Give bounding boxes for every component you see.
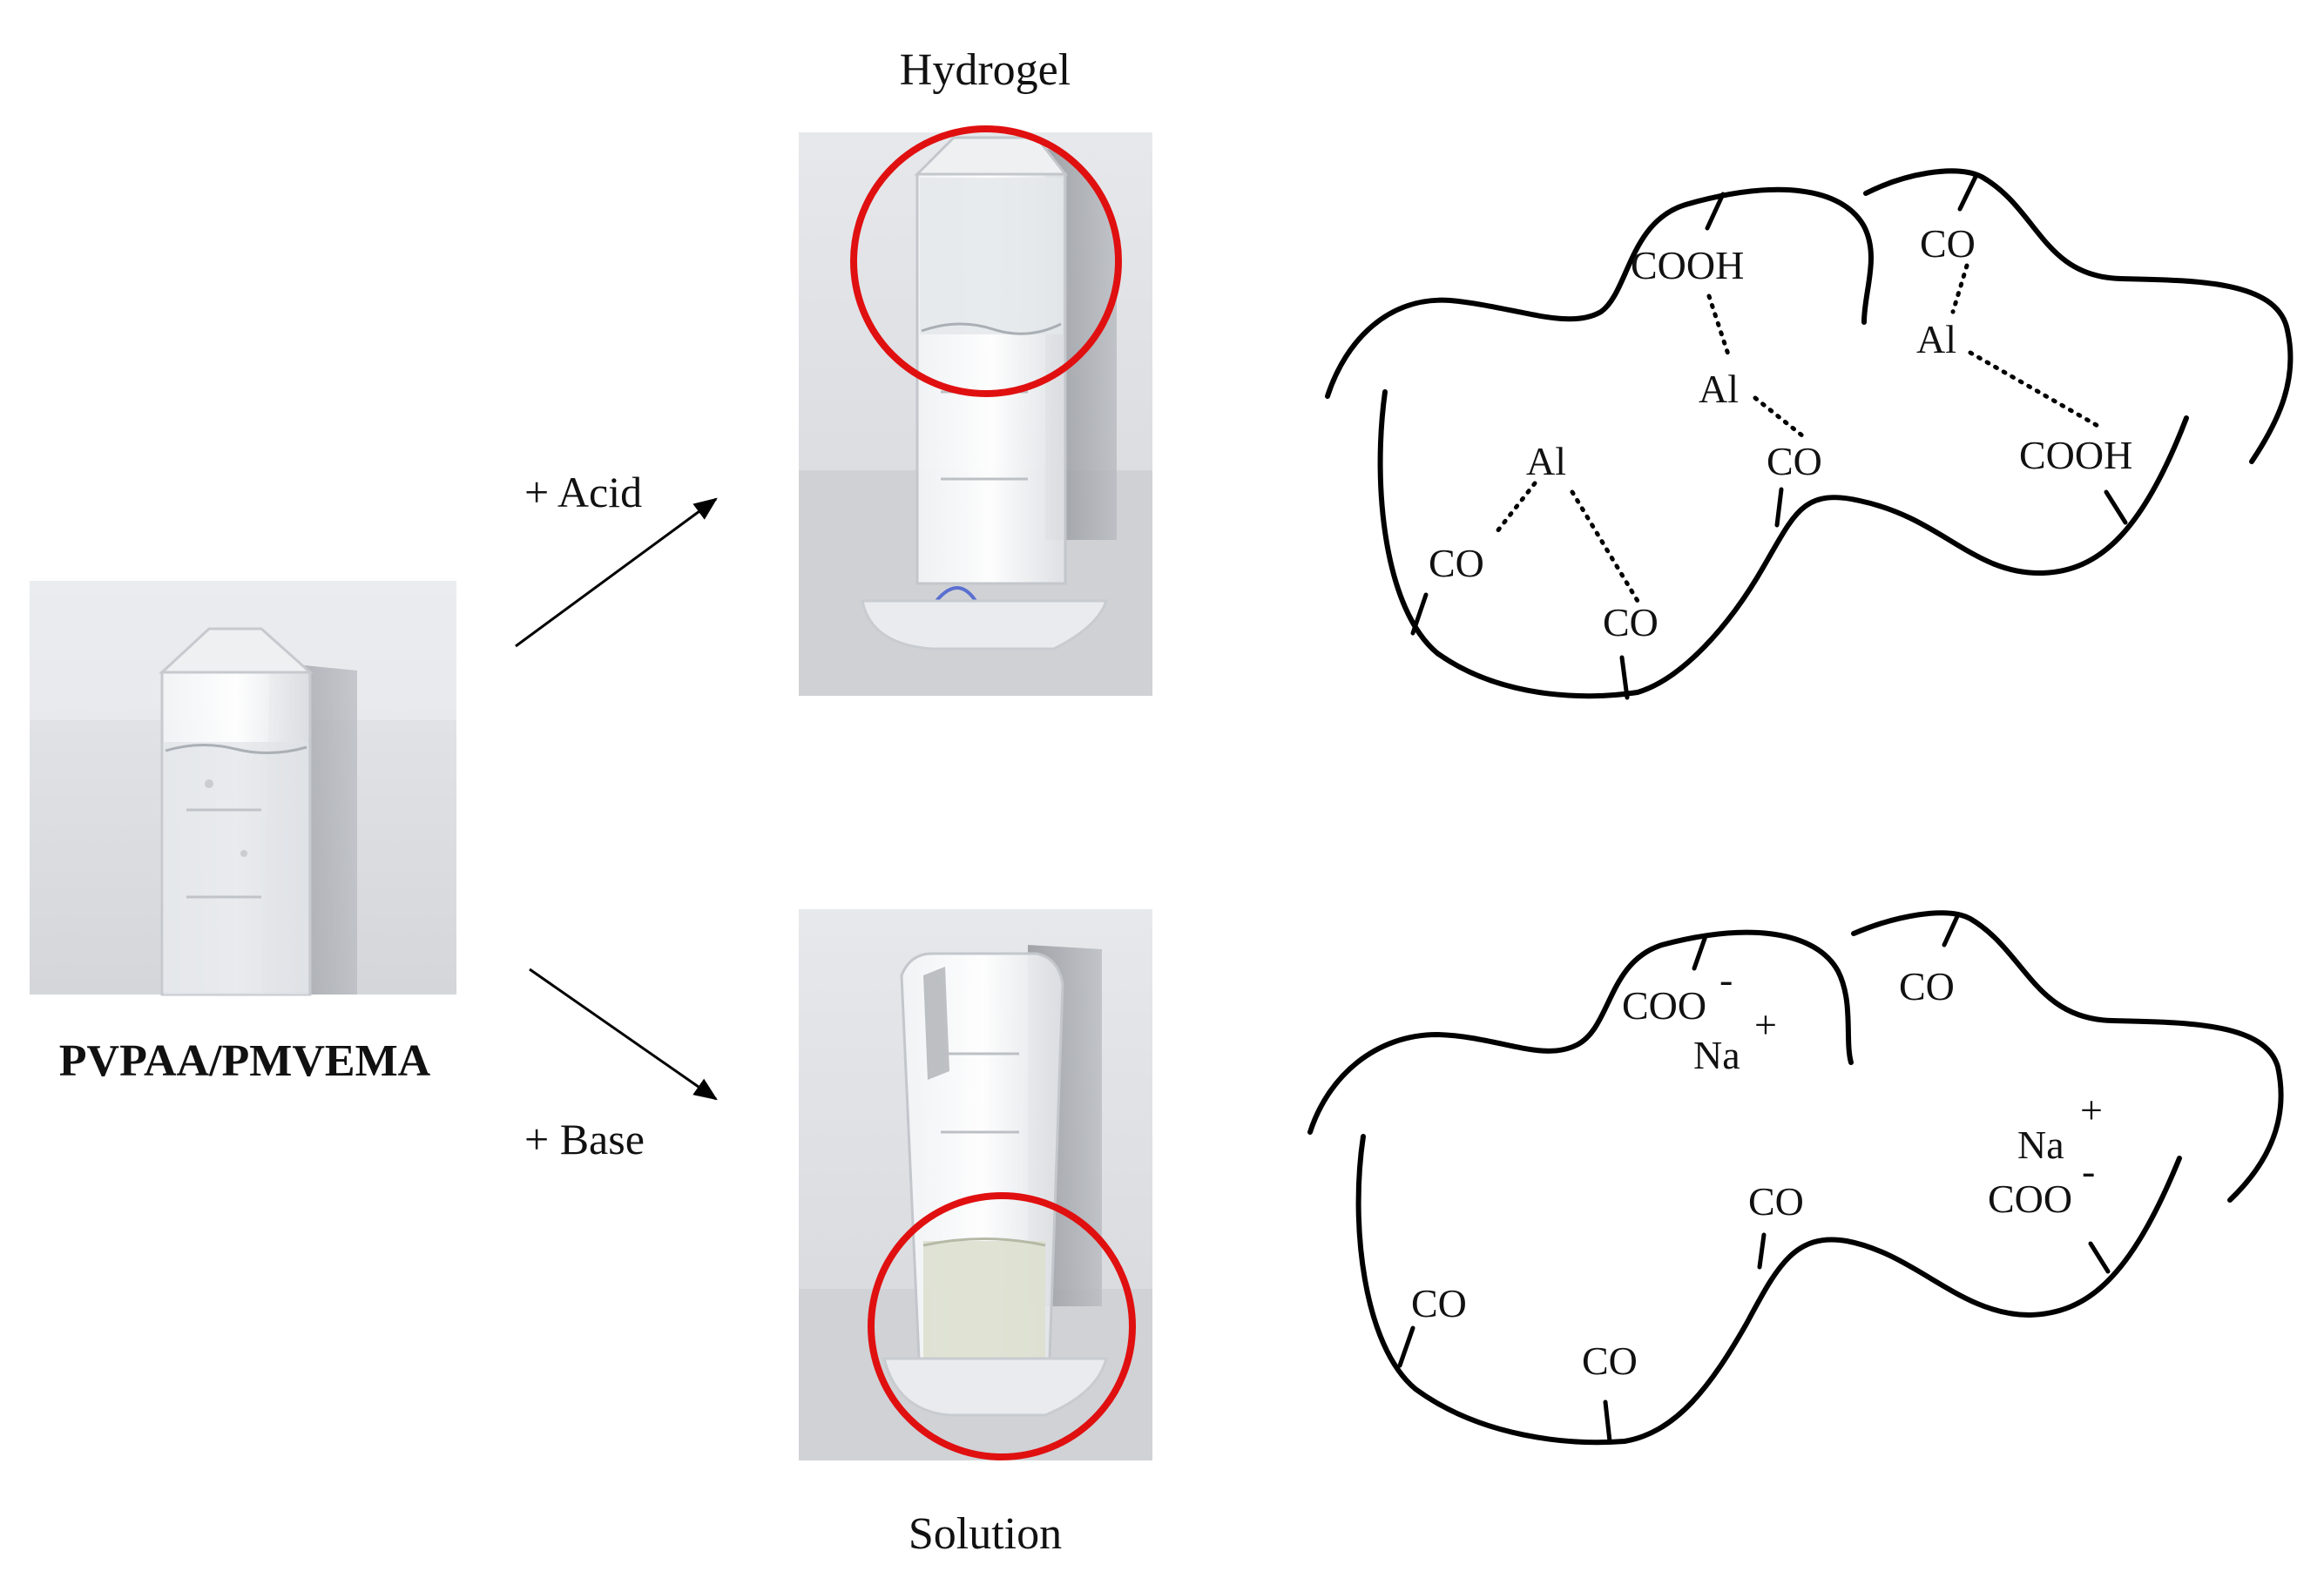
al-label: Al [1916,317,1956,361]
hydrogel-network-scheme: COOH CO Al Al CO COOH Al CO CO [1325,168,2294,700]
base-label: + Base [524,1115,645,1163]
coordination-bond [1706,293,1732,360]
carboxylate-label: COO [1988,1177,2072,1221]
acid-arrow [515,497,718,648]
bond-tick [1957,174,1978,212]
acid-label: + Acid [524,468,642,516]
coordination-bond [1968,350,2102,429]
coordination-bond [1570,489,1640,604]
sodium-label: Na [1693,1033,1740,1077]
bond-tick [1397,1325,1415,1368]
bond-tick [1619,655,1630,700]
coordination-bond [1491,481,1537,538]
co-label: CO [1748,1179,1804,1224]
polymer-chain [1851,910,2284,1203]
co-label: CO [1899,964,1955,1008]
vial-photo-hydrogel [799,132,1152,696]
hydrogel-highlight-circle [850,125,1122,397]
solution-chain-scheme: COO - Na + CO Na + COO - CO CO CO [1307,910,2284,1446]
bond-tick [1603,1399,1612,1444]
polymer-chain [1355,1134,2182,1446]
bond-tick [1757,1232,1767,1270]
polymer-chain [1863,168,2294,464]
plus-charge: + [1754,1002,1777,1047]
cooh-label: COOH [2019,433,2132,477]
bond-tick [1705,192,1726,231]
vial-photo-solution [799,909,1152,1460]
co-label: CO [1920,221,1976,266]
plus-charge: + [2080,1088,2103,1132]
bond-tick [1692,934,1708,971]
bond-tick [2104,489,2128,525]
polymer-chain [1377,389,2189,699]
bond-tick [2088,1241,2111,1274]
co-label: CO [1767,439,1822,483]
bond-tick [1942,912,1961,947]
vial-photo-initial [30,581,456,996]
co-label: CO [1429,541,1484,585]
hydrogel-label: Hydrogel [900,45,1071,95]
polymer-label: PVPAA/PMVEMA [59,1036,431,1086]
co-label: CO [1582,1339,1638,1383]
solution-highlight-circle [868,1192,1136,1460]
coordination-bond [1753,395,1810,442]
minus-charge: - [2082,1149,2095,1193]
polymer-chain [1325,186,1874,399]
coordination-bond [1950,263,1969,314]
solution-label: Solution [909,1509,1062,1559]
minus-charge: - [1719,957,1733,1001]
bond-tick [1774,487,1784,528]
carboxylate-label: COO [1622,983,1706,1028]
co-label: CO [1603,600,1659,644]
cooh-label: COOH [1631,243,1744,287]
sodium-label: Na [2017,1123,2064,1167]
base-arrow [529,968,718,1101]
al-label: Al [1526,439,1566,483]
bond-tick [1410,592,1429,636]
co-label: CO [1411,1281,1467,1325]
al-label: Al [1699,367,1739,411]
polymer-chain [1307,929,1854,1135]
